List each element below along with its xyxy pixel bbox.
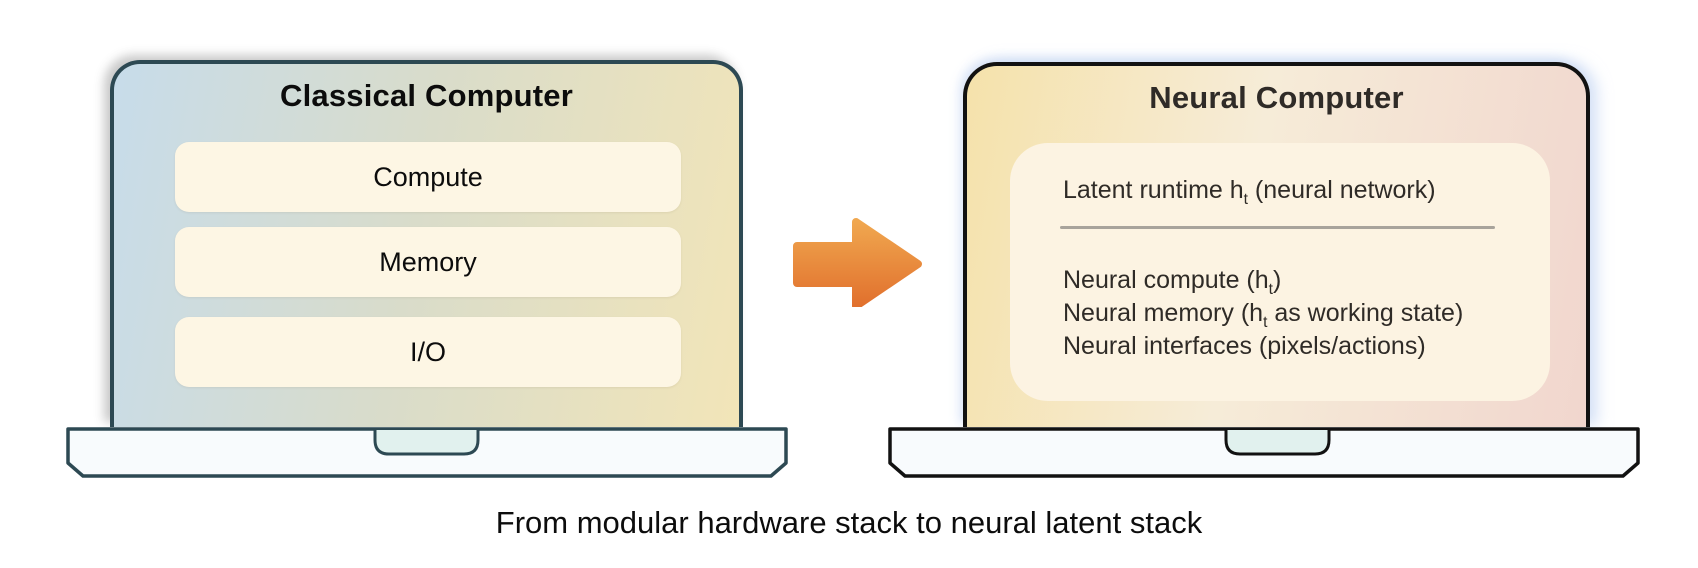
neural-compute-line: Neural compute (ht) [1063,264,1463,297]
laptop-base-shape [66,427,788,478]
compute-box: Compute [175,142,681,212]
neural-components-list: Neural compute (ht) Neural memory (ht as… [1063,264,1463,363]
transform-arrow-icon [790,212,925,310]
neural-interfaces-line: Neural interfaces (pixels/actions) [1063,330,1463,363]
figure-caption: From modular hardware stack to neural la… [495,505,1203,540]
line-text-post: ) [1272,266,1282,294]
neural-laptop-base [888,427,1640,479]
classical-computer-title: Classical Computer [279,78,574,113]
line-text-post: as working state) [1267,299,1464,327]
neural-computer-title: Neural Computer [1149,80,1404,115]
classical-computer-screen: Classical Computer Compute Memory I/O [110,60,743,427]
runtime-subscript: t [1243,191,1248,208]
laptop-base-shape [888,427,1640,478]
neural-computer-screen: Neural Computer Latent runtime ht (neura… [963,62,1590,427]
neural-memory-line: Neural memory (ht as working state) [1063,297,1463,330]
latent-runtime-label: Latent runtime ht (neural network) [1063,174,1436,207]
memory-box: Memory [175,227,681,297]
runtime-text: Latent runtime h [1063,176,1244,204]
runtime-text-post: (neural network) [1247,176,1436,204]
line-text: Neural compute (h [1063,266,1269,294]
line-subscript: t [1263,314,1268,331]
right-arrow-icon [793,218,922,310]
io-box: I/O [175,317,681,387]
latent-runtime-panel: Latent runtime ht (neural network) Neura… [1010,143,1550,401]
line-subscript: t [1268,281,1273,298]
line-text: Neural memory (h [1063,299,1264,327]
panel-divider [1060,226,1495,229]
line-text: Neural interfaces (pixels/actions) [1063,332,1426,360]
classical-laptop-base [66,427,788,479]
